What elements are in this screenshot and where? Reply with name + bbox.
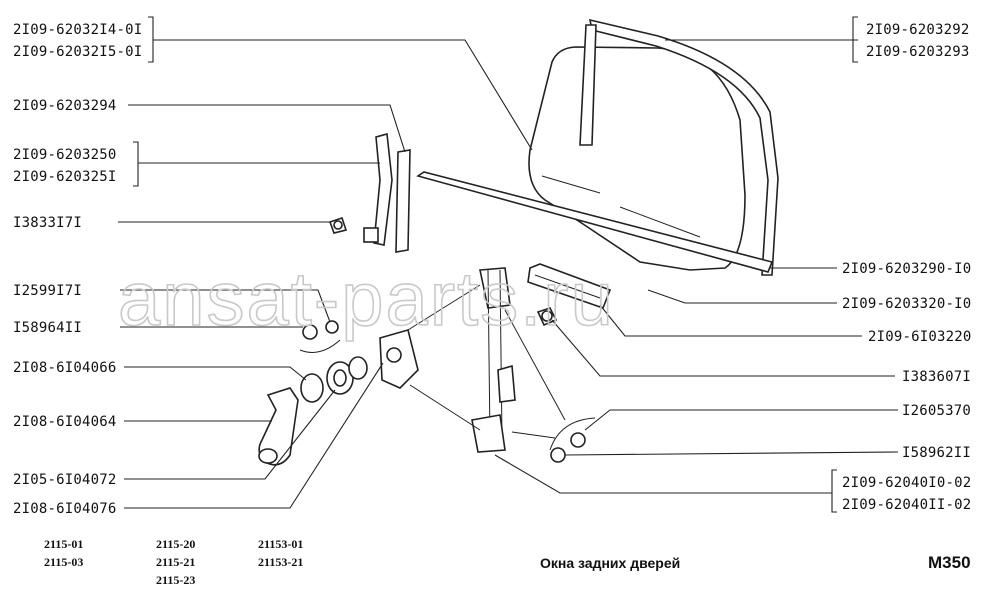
nut-I383607I bbox=[536, 307, 558, 327]
part-number-label: 2I09-6203292 bbox=[866, 22, 970, 38]
glass-run-channel bbox=[579, 18, 779, 276]
diagram-caption: Окна задних дверей bbox=[540, 555, 680, 571]
part-number-label: 2I08-6I04076 bbox=[13, 501, 117, 517]
part-number-label: 2I09-62032I5-0I bbox=[13, 44, 142, 60]
right-part-labels: 2I09-6203292 2I09-6203293 2I09-6203290-I… bbox=[842, 22, 972, 513]
part-number-label: 2I09-62040I0-02 bbox=[842, 475, 971, 491]
part-number-label: 2I08-6I04064 bbox=[13, 414, 117, 430]
part-number-label: 2I09-6I03220 bbox=[868, 329, 972, 345]
part-number-label: 2I09-62040II-02 bbox=[842, 497, 971, 513]
rear-channel-strips bbox=[363, 132, 411, 253]
part-number-label: 2I09-6203250 bbox=[13, 147, 117, 163]
leader-lines bbox=[118, 16, 899, 513]
part-number-label: 2I08-6I04066 bbox=[13, 360, 117, 376]
model-code: 2115-03 bbox=[44, 555, 83, 569]
part-number-label: 2I09-62032I4-0I bbox=[13, 22, 142, 38]
part-number-label: 2I05-6I04072 bbox=[13, 472, 117, 488]
part-number-label: 2I09-6203293 bbox=[866, 44, 970, 60]
watermark: ansat-parts.ru bbox=[118, 257, 615, 342]
part-number-label: I58962II bbox=[902, 445, 971, 461]
model-code: 21153-01 bbox=[258, 537, 303, 551]
part-number-label: I2599I7I bbox=[13, 283, 82, 299]
model-code: 2115-01 bbox=[44, 537, 83, 551]
part-number-label: 2I09-620325I bbox=[13, 169, 117, 185]
part-number-label: I2605370 bbox=[902, 403, 971, 419]
page-code: М350 bbox=[928, 553, 971, 572]
part-number-label: 2I09-6203320-I0 bbox=[842, 296, 971, 312]
window-regulator bbox=[379, 267, 566, 453]
part-number-label: I383607I bbox=[902, 369, 971, 385]
model-code: 21153-21 bbox=[258, 555, 303, 569]
model-code: 2115-23 bbox=[156, 573, 195, 587]
part-number-label: I58964II bbox=[13, 320, 82, 336]
model-code: 2115-20 bbox=[156, 537, 195, 551]
part-number-label: I3833I7I bbox=[13, 215, 82, 231]
model-code: 2115-21 bbox=[156, 555, 195, 569]
beltline-weatherstrip bbox=[416, 171, 774, 273]
window-guide-bracket bbox=[527, 263, 612, 310]
bolt-I3833I7I bbox=[328, 216, 348, 234]
crank-assembly bbox=[258, 356, 368, 466]
left-part-labels: 2I09-62032I4-0I 2I09-62032I5-0I 2I09-620… bbox=[13, 22, 142, 517]
model-codes: 2115-01 2115-03 2115-20 2115-21 2115-23 … bbox=[44, 537, 303, 587]
part-number-label: 2I09-6203294 bbox=[13, 98, 117, 114]
part-number-label: 2I09-6203290-I0 bbox=[842, 261, 971, 277]
